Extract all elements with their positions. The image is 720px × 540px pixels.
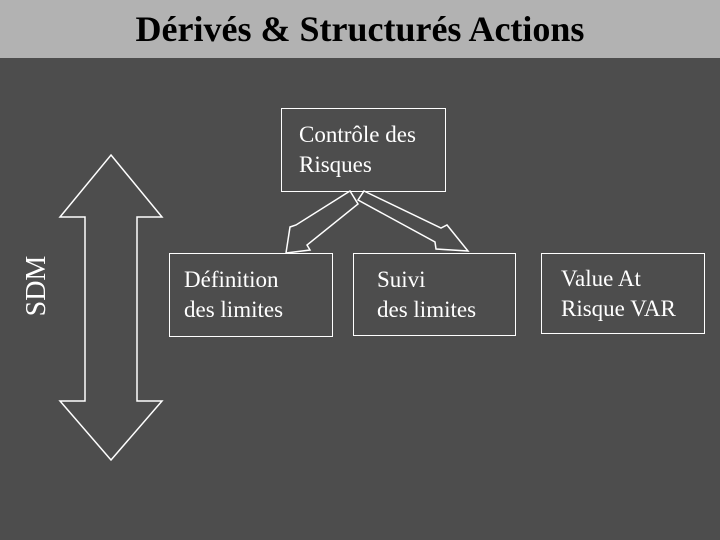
node-text-line: Risques bbox=[299, 152, 372, 177]
node-value-at-risque-var: Value At Risque VAR bbox=[541, 253, 705, 334]
slide-title: Dérivés & Structurés Actions bbox=[135, 9, 585, 49]
node-text-line: des limites bbox=[184, 297, 284, 322]
node-text-line: Contrôle des bbox=[299, 122, 416, 147]
node-definition-des-limites: Définition des limites bbox=[169, 253, 333, 337]
node-controle-des-risques: Contrôle des Risques bbox=[281, 108, 446, 192]
node-text-line: Suivi bbox=[377, 266, 426, 292]
slide-header: Dérivés & Structurés Actions bbox=[0, 0, 720, 58]
sdm-side-label: SDM bbox=[21, 255, 52, 317]
node-text-line: Risque VAR bbox=[561, 295, 676, 321]
connector-arrow-left bbox=[285, 189, 359, 254]
node-text-line: Définition bbox=[184, 267, 279, 292]
node-suivi-des-limites: Suivi des limites bbox=[353, 253, 516, 336]
vertical-double-arrow bbox=[58, 153, 164, 462]
connector-arrow-right bbox=[356, 190, 470, 252]
node-text-line: des limites bbox=[377, 296, 477, 322]
node-text-line: Value At bbox=[561, 265, 641, 291]
